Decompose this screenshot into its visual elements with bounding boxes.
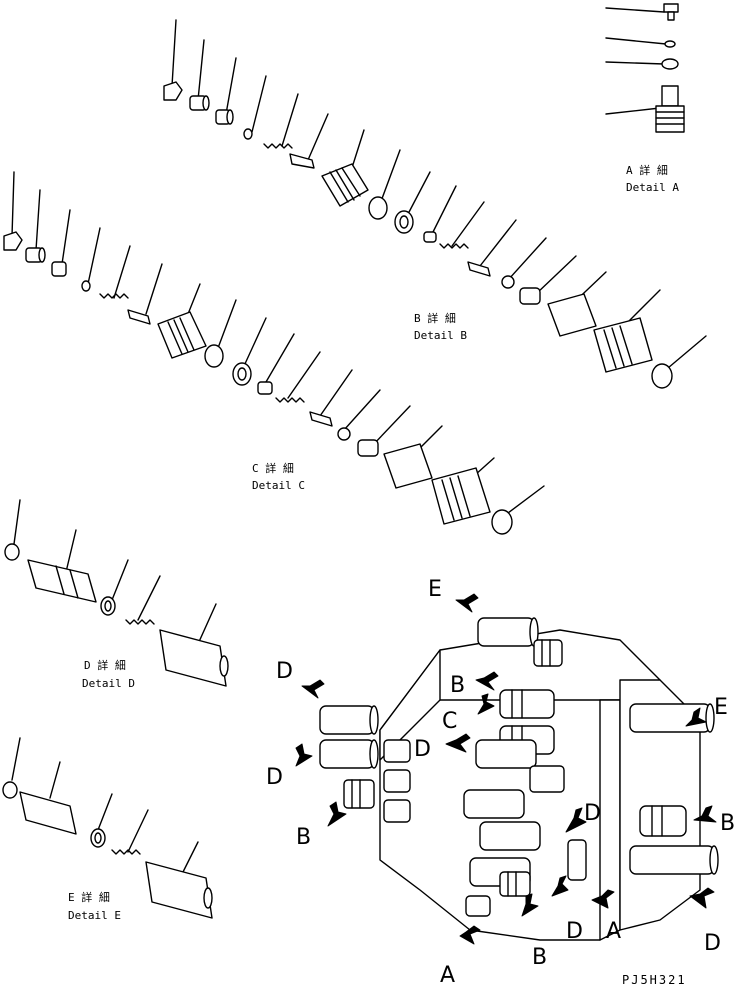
arrow-c xyxy=(477,693,495,715)
spool-part xyxy=(27,559,97,603)
detail-d-jp-label: D 詳 細 xyxy=(84,658,126,672)
arrow-b-top xyxy=(475,671,499,691)
detail-b-group xyxy=(423,185,707,389)
callout-d-bottom: D xyxy=(566,919,583,944)
bolt-part xyxy=(663,3,679,13)
arrow-d-mid xyxy=(445,733,471,753)
arrow-a-right xyxy=(591,889,615,909)
arrow-e-top xyxy=(455,593,479,613)
detail-labels: A 詳 細 Detail A B 詳 細 Detail B C 詳 細 Deta… xyxy=(68,163,679,922)
detail-b-jp-label: B 詳 細 xyxy=(414,311,456,325)
arrow-e-right xyxy=(685,707,707,727)
callout-d-center: D xyxy=(584,801,601,826)
detail-e-en-label: Detail E xyxy=(68,909,121,922)
arrow-d-left xyxy=(301,679,325,699)
detail-b-en-label: Detail B xyxy=(414,329,467,342)
arrow-d-center xyxy=(565,807,587,833)
spring-part xyxy=(263,143,293,149)
drawing-code: PJ5H321 xyxy=(622,973,687,987)
cap-part xyxy=(159,629,227,687)
plug-part xyxy=(661,85,679,107)
callout-d-upper-left: D xyxy=(276,659,293,684)
callout-c: C xyxy=(442,709,457,734)
callout-b-top: B xyxy=(450,673,465,698)
arrow-d-bottom xyxy=(551,875,569,897)
arrow-b-left xyxy=(327,801,347,827)
valve-body-part xyxy=(157,311,207,359)
detail-a-en-label: Detail A xyxy=(626,181,679,194)
callout-b-left: B xyxy=(296,825,311,850)
o-ring-part xyxy=(661,58,679,70)
arrow-a-left xyxy=(459,925,481,945)
callout-d-right: D xyxy=(704,931,721,956)
main-valve-assembly xyxy=(319,617,719,941)
detail-a-jp-label: A 詳 細 xyxy=(626,163,668,177)
cap-part xyxy=(145,861,213,919)
callout-letters: E D D B B C D D E B D A B D A xyxy=(266,577,735,988)
valve-body-part xyxy=(593,317,653,373)
callout-d-lower-left: D xyxy=(266,765,283,790)
callout-e-right: E xyxy=(714,695,728,720)
callout-b-bottom: B xyxy=(532,945,547,970)
arrow-b-right xyxy=(693,805,717,823)
detail-c-en-label: Detail C xyxy=(252,479,305,492)
callout-a-left: A xyxy=(440,963,455,988)
detail-d-en-label: Detail D xyxy=(82,677,135,690)
callout-a-right: A xyxy=(606,919,621,944)
arrow-b-bottom xyxy=(521,893,539,917)
nut-part xyxy=(163,81,183,101)
detail-c-group xyxy=(257,333,545,535)
callout-d-mid: D xyxy=(414,737,431,762)
o-ring-part xyxy=(664,40,676,48)
poppet-part xyxy=(289,153,315,169)
arrow-d-left2 xyxy=(295,743,313,767)
detail-e-group xyxy=(2,737,213,919)
callout-arrows xyxy=(295,593,717,945)
detail-d-group xyxy=(4,499,229,687)
valve-body-part xyxy=(431,467,491,525)
detail-e-jp-label: E 詳 細 xyxy=(68,890,110,904)
row2-parts xyxy=(3,171,267,386)
detail-c-jp-label: C 詳 細 xyxy=(252,461,294,475)
callout-b-right: B xyxy=(720,811,735,836)
arrow-d-right xyxy=(689,887,715,909)
spring-part xyxy=(439,243,469,249)
callout-e-top: E xyxy=(428,577,442,602)
spool-part xyxy=(19,791,77,835)
detail-a-group xyxy=(605,3,685,133)
row1-parts xyxy=(163,19,431,234)
